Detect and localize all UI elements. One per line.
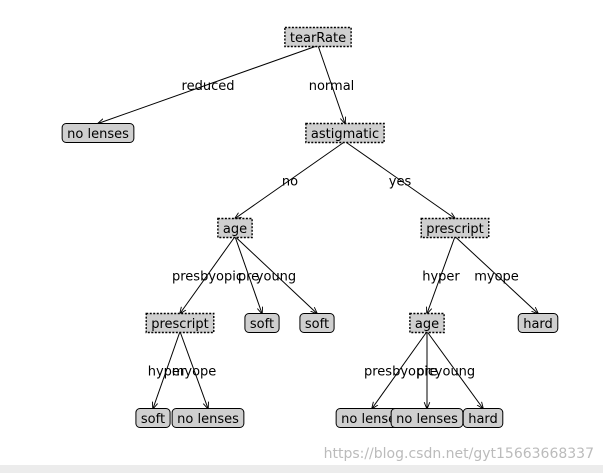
edge-arrow xyxy=(180,236,236,314)
node-label: soft xyxy=(141,412,165,427)
node-label: prescript xyxy=(151,317,209,332)
decision-node: astigmatic xyxy=(305,122,385,144)
edge-label: no xyxy=(282,175,298,190)
leaf-node: soft xyxy=(135,408,171,428)
leaf-node: hard xyxy=(462,408,504,428)
leaf-node: no lenses xyxy=(61,123,135,143)
decision-node-box xyxy=(284,26,352,48)
edge-arrow xyxy=(426,331,483,409)
leaf-node-box xyxy=(135,408,171,428)
decision-node-box xyxy=(145,312,215,334)
node-label: soft xyxy=(305,317,329,332)
node-label: no lenses xyxy=(341,412,403,427)
leaf-node: hard xyxy=(517,313,559,333)
node-label: age xyxy=(415,317,439,332)
decision-node-box xyxy=(409,312,445,334)
edge-arrow xyxy=(372,331,428,409)
decision-node: prescript xyxy=(420,217,490,239)
leaf-node-box xyxy=(171,408,245,428)
edge-arrow xyxy=(234,236,262,314)
edge-label: pre xyxy=(238,270,259,285)
node-label: tearRate xyxy=(290,31,346,46)
edge-arrow xyxy=(454,236,538,314)
decision-node: prescript xyxy=(145,312,215,334)
leaf-node-box xyxy=(299,313,335,333)
node-label: astigmatic xyxy=(311,127,379,142)
leaf-node-box xyxy=(462,408,504,428)
leaf-node-box xyxy=(61,123,135,143)
edge-arrow xyxy=(317,45,345,124)
node-label: no lenses xyxy=(67,127,129,142)
edge-label: myope xyxy=(474,270,519,285)
edge-label: hyper xyxy=(422,270,460,285)
edge-label: young xyxy=(256,270,296,285)
node-label: prescript xyxy=(426,222,484,237)
footer-bar xyxy=(0,465,603,473)
node-label: no lenses xyxy=(396,412,458,427)
leaf-node: soft xyxy=(299,313,335,333)
edge-arrow xyxy=(234,236,317,314)
edge-arrow xyxy=(235,141,346,219)
edge-label: reduced xyxy=(182,79,235,94)
node-label: soft xyxy=(250,317,274,332)
watermark-text: https://blog.csdn.net/gyt15663668337 xyxy=(323,446,594,462)
decision-node: age xyxy=(409,312,445,334)
edge-arrow xyxy=(153,331,181,409)
leaf-node: no lenses xyxy=(171,408,245,428)
leaf-node: no lenses xyxy=(390,408,464,428)
leaf-node: soft xyxy=(244,313,280,333)
edge-label: presbyopic xyxy=(364,365,435,380)
node-label: hard xyxy=(468,412,498,427)
decision-node-box xyxy=(305,122,385,144)
decision-node: tearRate xyxy=(284,26,352,48)
edge-label: presbyopic xyxy=(172,270,243,285)
edge-label: young xyxy=(435,365,475,380)
leaf-node-box xyxy=(244,313,280,333)
edge-label: pre xyxy=(416,365,437,380)
node-label: age xyxy=(223,222,247,237)
edge-label: myope xyxy=(172,365,217,380)
edge-label: yes xyxy=(389,175,412,190)
edge-label: hyper xyxy=(148,365,186,380)
edge-arrow xyxy=(427,236,456,314)
node-label: no lenses xyxy=(177,412,239,427)
decision-node-box xyxy=(217,217,253,239)
decision-node-box xyxy=(420,217,490,239)
edge-label: normal xyxy=(309,79,355,94)
node-label: hard xyxy=(523,317,553,332)
leaf-node: no lenses xyxy=(335,408,409,428)
edge-arrow xyxy=(344,141,455,219)
edge-arrow xyxy=(98,45,319,124)
leaf-node-box xyxy=(517,313,559,333)
edge-arrow xyxy=(179,331,208,409)
decision-node: age xyxy=(217,217,253,239)
